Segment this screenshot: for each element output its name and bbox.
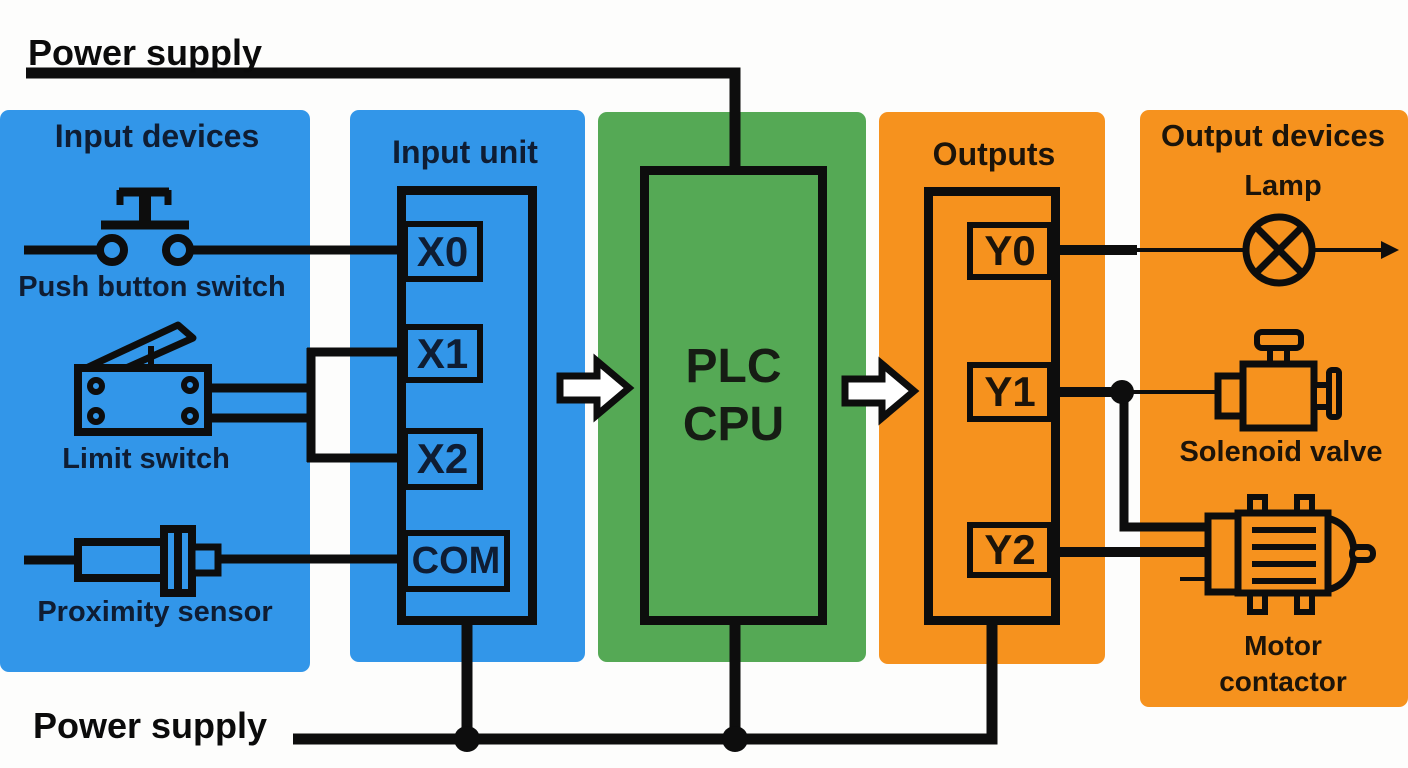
junction-dot bbox=[454, 726, 480, 752]
limit-switch-wires bbox=[208, 347, 401, 463]
terminal-com: COM bbox=[402, 530, 510, 592]
terminal-x1: X1 bbox=[402, 324, 483, 383]
y0-wire-to-lamp bbox=[1056, 241, 1399, 259]
terminal-x2-label: X2 bbox=[416, 435, 469, 482]
power-supply-top-label: Power supply bbox=[28, 32, 263, 73]
limit-switch-label: Limit switch bbox=[62, 443, 230, 475]
power-supply-bottom-bus bbox=[293, 620, 998, 752]
terminal-x1-label: X1 bbox=[416, 329, 469, 377]
solenoid-valve-icon bbox=[1214, 329, 1342, 432]
input-devices-title: Input devices bbox=[54, 118, 260, 154]
motor-contactor-icon bbox=[1204, 494, 1376, 615]
terminal-x0: X0 bbox=[402, 221, 483, 282]
terminal-y0-label: Y0 bbox=[984, 227, 1036, 274]
proximity-sensor-wire bbox=[24, 554, 401, 565]
input-unit-title: Input unit bbox=[392, 134, 538, 170]
proximity-sensor-icon bbox=[74, 525, 222, 597]
terminal-y1: Y1 bbox=[967, 362, 1053, 422]
motor-contactor-label: Motor contactor bbox=[1219, 630, 1347, 698]
y2-wire-to-motor bbox=[1056, 547, 1212, 581]
terminal-x0-label: X0 bbox=[416, 227, 469, 275]
junction-dot bbox=[1110, 380, 1134, 404]
outputs-title: Outputs bbox=[932, 136, 1056, 172]
plc-cpu-block bbox=[640, 166, 827, 625]
push-button-switch-icon bbox=[96, 187, 194, 266]
terminal-y1-label: Y1 bbox=[984, 368, 1036, 415]
terminal-y2: Y2 bbox=[967, 522, 1053, 578]
lamp-icon bbox=[1242, 213, 1316, 287]
output-devices-title: Output devices bbox=[1161, 118, 1385, 153]
terminal-y0: Y0 bbox=[967, 222, 1053, 280]
flow-arrow-input-to-cpu bbox=[556, 353, 635, 423]
input-unit-block bbox=[397, 186, 537, 625]
terminal-y2-label: Y2 bbox=[984, 526, 1036, 573]
solenoid-valve-label: Solenoid valve bbox=[1179, 436, 1383, 468]
push-button-switch-label: Push button switch bbox=[18, 271, 286, 303]
plc-cpu-label-line1: PLC bbox=[685, 339, 782, 393]
power-supply-top-wire bbox=[26, 67, 741, 170]
power-supply-bottom-label: Power supply bbox=[33, 705, 268, 746]
y1-wire-to-solenoid bbox=[1056, 380, 1221, 532]
proximity-sensor-label: Proximity sensor bbox=[37, 596, 273, 628]
arrowhead bbox=[1381, 241, 1399, 259]
plc-cpu-label: PLC CPU bbox=[640, 166, 827, 625]
junction-dot bbox=[722, 726, 748, 752]
flow-arrow-cpu-to-outputs bbox=[841, 356, 920, 426]
plc-cpu-label-line2: CPU bbox=[682, 397, 785, 451]
outputs-block bbox=[924, 187, 1060, 625]
terminal-com-label: COM bbox=[411, 539, 501, 582]
terminal-x2: X2 bbox=[402, 428, 483, 490]
limit-switch-icon bbox=[74, 321, 212, 436]
lamp-label: Lamp bbox=[1244, 170, 1322, 202]
